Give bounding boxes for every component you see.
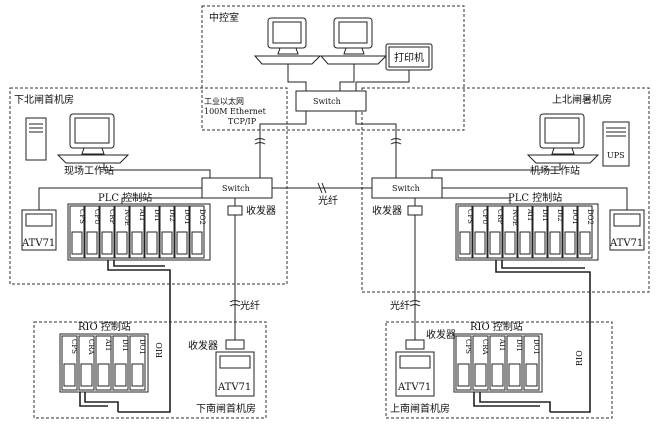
module-label: AI1 [498, 338, 506, 351]
atv-drive-right-bottom [395, 351, 435, 397]
room-upper-north [361, 87, 650, 293]
module-label: AI1 [526, 208, 534, 221]
computer-icon [56, 113, 130, 164]
center-switch-label: Switch [313, 97, 341, 106]
computer-icon [253, 17, 322, 65]
module-label: DI1 [121, 339, 129, 352]
module-label: NOE [511, 209, 519, 226]
module-label: CRA [481, 339, 489, 356]
room-lower-north-title: 下北闸首机房 [14, 93, 74, 106]
module-label: DI1 [515, 339, 523, 352]
module-label: DO1 [532, 339, 540, 355]
printer-icon: 打印机 [385, 43, 433, 71]
rio-station-left-label: RIO 控制站 [78, 320, 131, 333]
room-upper-south-title: 上南闸首机房 [390, 402, 450, 415]
fiber-label-center: 光纤 [318, 194, 338, 207]
room-central-title: 中控室 [209, 11, 239, 24]
atv-drive-left-bottom [215, 351, 255, 397]
module-label: CPS [70, 339, 78, 354]
rio-modules-left: CPS CRA AI1 DI1 DO1 [61, 335, 146, 391]
transceiver-left-top [227, 205, 243, 216]
ups-label: UPS [607, 151, 625, 160]
module-label: CPU [93, 209, 101, 225]
module-label: DO1 [183, 209, 191, 225]
fiber-label-right: 光纤 [390, 299, 410, 312]
transceiver-label: 收发器 [246, 204, 276, 217]
ups-icon: UPS [602, 121, 630, 167]
room-upper-south [385, 321, 613, 419]
module-label: CRP [108, 209, 116, 225]
network-line-1: 工业以太网 [204, 96, 244, 106]
module-label: CPS [464, 339, 472, 354]
module-label: CRA [87, 339, 95, 356]
atv-label: ATV71 [217, 382, 251, 393]
atv-drive-right-top [609, 209, 645, 251]
network-line-2: 100M Ethernet [204, 107, 267, 116]
printer-label: 打印机 [394, 51, 424, 64]
module-label: DO1 [138, 339, 146, 355]
plc-modules-right: CPS CPU CRP NOE AI1 DI1 DI2 DO1 DO2 [457, 205, 594, 259]
transceiver-label: 收发器 [372, 204, 402, 217]
computer-icon [319, 17, 388, 65]
room-upper-north-title: 上北闸暑机房 [552, 93, 612, 106]
rio-station-right-label: RIO 控制站 [470, 320, 523, 333]
computer-icon [526, 113, 600, 164]
plc-modules-left: CPS CPU CRP NOE AI1 DI1 DI2 DO1 DO2 [69, 205, 206, 259]
module-label: DI2 [168, 209, 176, 222]
module-label: DI2 [556, 209, 564, 222]
server-tower-icon [25, 117, 47, 161]
transceiver-left-bottom [225, 339, 245, 350]
module-label: CPU [481, 209, 489, 225]
module-label: AI1 [138, 208, 146, 221]
transceiver-label: 收发器 [426, 328, 456, 341]
network-line-3: TCP/IP [228, 117, 257, 126]
room-central [201, 5, 465, 131]
left-switch-label: Switch [222, 184, 250, 193]
module-label: NOE [123, 209, 131, 226]
room-lower-south-title: 下南闸首机房 [196, 402, 256, 415]
module-label: DI1 [153, 209, 161, 222]
right-switch-label: Switch [392, 184, 420, 193]
field-workstation-label: 现场工作站 [64, 164, 114, 177]
fiber-label-left: 光纤 [240, 299, 260, 312]
module-label: CPS [78, 209, 86, 224]
atv-label: ATV71 [397, 382, 431, 393]
module-label: DI1 [541, 209, 549, 222]
rio-label-left: RIO [155, 342, 164, 358]
transceiver-right-top [407, 205, 423, 216]
atv-label: ATV71 [21, 238, 55, 249]
rio-modules-right: CPS CRA AI1 DI1 DO1 [455, 335, 540, 391]
module-label: CPS [466, 209, 474, 224]
module-label: CRP [496, 209, 504, 225]
module-label: AI1 [104, 338, 112, 351]
rio-label-right: RIO [575, 350, 584, 366]
transceiver-right-bottom [405, 339, 425, 350]
module-label: DO2 [198, 209, 206, 225]
module-label: DO2 [586, 209, 594, 225]
center-switch [295, 90, 367, 112]
room-lower-south [33, 321, 267, 419]
plc-station-right-label: PLC 控制站 [508, 191, 562, 204]
module-label: DO1 [571, 209, 579, 225]
transceiver-label: 收发器 [188, 339, 218, 352]
room-lower-north [9, 87, 288, 285]
atv-label: ATV71 [609, 238, 643, 249]
